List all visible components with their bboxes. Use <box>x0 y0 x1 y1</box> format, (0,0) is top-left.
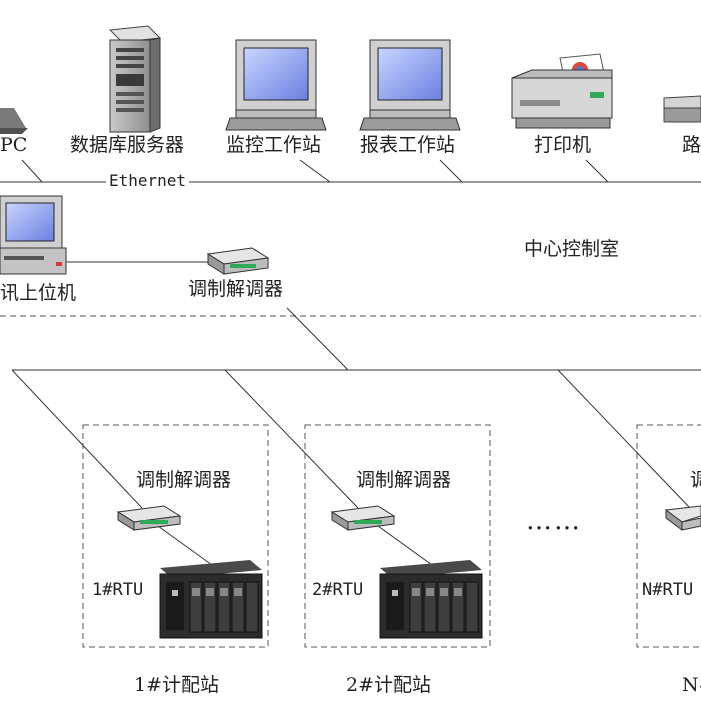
monitor-workstation-icon <box>225 39 327 131</box>
report-station-label: 报表工作站 <box>360 134 456 156</box>
printer-icon <box>511 53 613 129</box>
station-1-modem-icon <box>116 505 182 531</box>
ethernet-label: Ethernet <box>106 173 190 189</box>
pc-label: PC <box>0 134 28 156</box>
central-modem-icon <box>206 247 270 275</box>
station-1-rtu-label: 1#RTU <box>92 580 144 600</box>
comm-host-label: 讯上位机 <box>0 282 77 304</box>
pc-icon <box>0 108 28 134</box>
station-1-box <box>82 424 269 648</box>
station-n-name: N# <box>682 674 701 696</box>
station-1-name: 1#计配站 <box>134 674 220 696</box>
station-1-modem-label: 调制解调器 <box>136 469 232 491</box>
central-modem-label: 调制解调器 <box>188 278 284 300</box>
station-2-name: 2#计配站 <box>346 674 432 696</box>
station-2-modem-icon <box>330 505 396 531</box>
db-server-label: 数据库服务器 <box>70 134 185 156</box>
ellipsis: …… <box>526 506 582 536</box>
station-n-modem-label: 调 <box>690 469 701 491</box>
station-2-rtu-icon <box>379 560 483 639</box>
communication-lines <box>11 307 701 579</box>
station-n-box <box>636 424 701 648</box>
station-2-rtu-label: 2#RTU <box>312 580 364 600</box>
station-n-modem-icon <box>664 505 701 531</box>
station-1-rtu-icon <box>159 560 263 639</box>
printer-label: 打印机 <box>534 134 592 156</box>
report-workstation-icon <box>359 39 461 131</box>
station-n-rtu-label: N#RTU <box>642 580 694 600</box>
router-label: 路 <box>682 134 701 156</box>
station-2-box <box>304 424 491 648</box>
router-icon <box>663 95 701 123</box>
monitor-station-label: 监控工作站 <box>226 134 322 156</box>
database-server-icon <box>108 25 162 133</box>
station-2-modem-label: 调制解调器 <box>356 469 452 491</box>
comm-host-icon <box>0 195 67 275</box>
center-room-label: 中心控制室 <box>524 238 620 260</box>
